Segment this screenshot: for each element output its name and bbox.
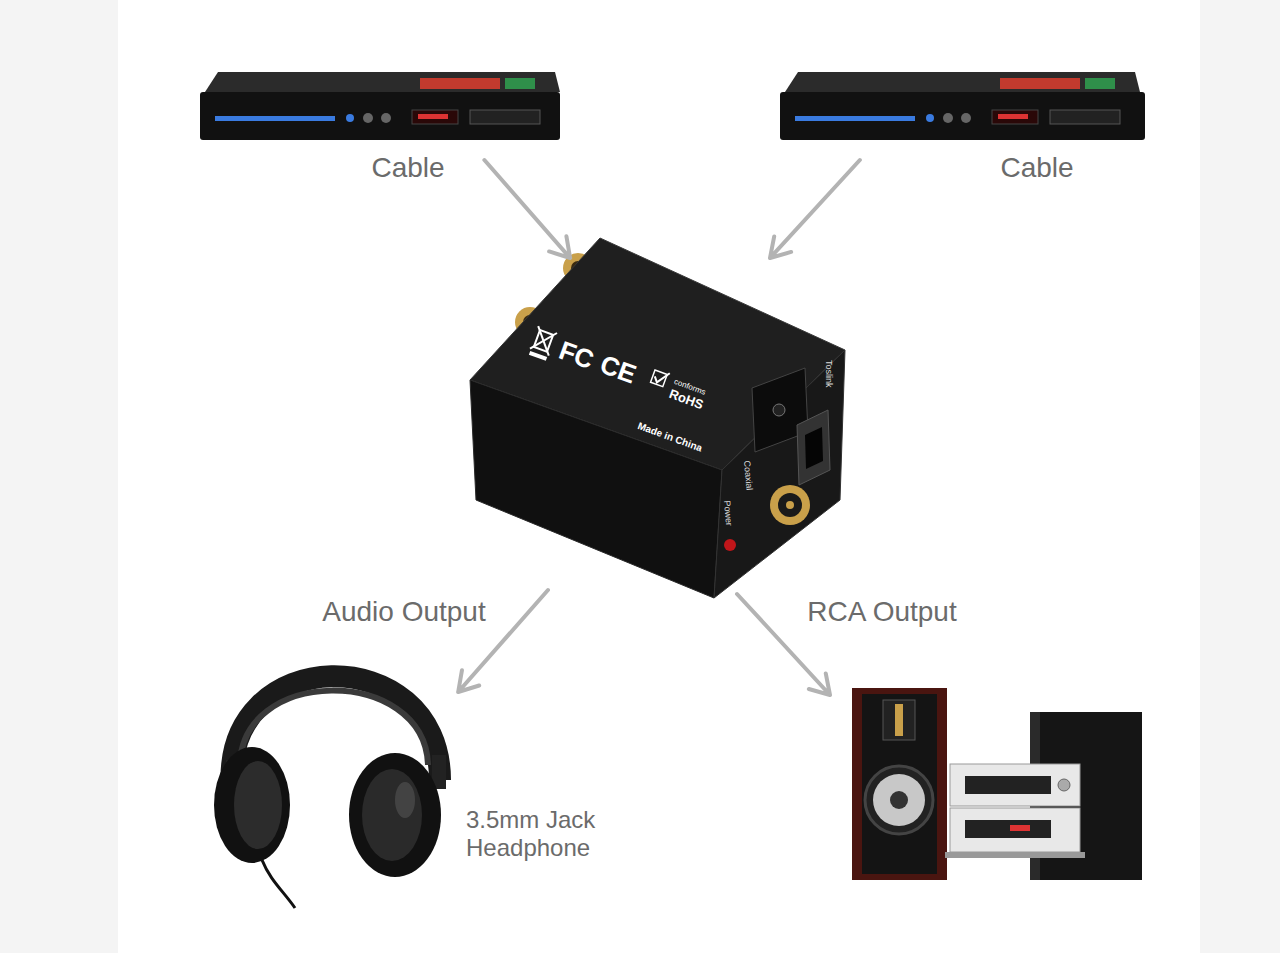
woofer [865,766,933,834]
disc-tray-light [215,116,335,121]
display-glow [418,114,448,119]
speaker-cabinet [852,688,947,880]
edge-label: Cable [367,152,448,184]
flow-arrow [484,160,570,258]
disc-tray-light [795,116,915,121]
headphones-drawing [214,676,446,908]
bin-cross [530,326,557,355]
ear-cup [214,747,290,863]
player-top [785,72,1140,92]
cup-shine [395,782,415,818]
weee-symbol [528,326,557,361]
player-sticker [420,78,500,89]
player-button [381,113,391,123]
speaker-system-drawing [852,688,1142,880]
edge-label: Audio Output [318,596,489,628]
tweeter [883,700,915,740]
headphone-cable [262,860,295,908]
check-box [651,370,668,387]
amplifier-knob [1058,779,1070,791]
ear-cushion [362,769,422,861]
player-top [205,72,560,92]
amplifier-display [965,776,1051,794]
display-glow [1010,825,1030,831]
amplifier [950,764,1080,806]
device-caption: 3.5mm Jack Headphone [466,806,656,861]
player-front [780,92,1145,140]
bin-bar [529,351,547,361]
rohs-check [651,368,670,387]
player-sticker [505,78,535,89]
port-label: Coaxial [742,460,755,491]
toslink-port [797,410,830,485]
logo-mark: CE [596,350,640,390]
tweeter-ribbon [895,704,903,736]
cover-screw [773,404,785,416]
cd-unit [950,808,1080,852]
port-label: Toslink [824,360,834,388]
player-button [363,113,373,123]
check-mark [653,369,670,386]
player-panel [1050,110,1120,124]
coax-pin [786,501,794,509]
display-glow [998,114,1028,119]
woofer-cap [890,791,908,809]
player-display [412,110,458,124]
player-display [992,110,1038,124]
ear-cup [349,753,441,877]
player-button [961,113,971,123]
edge-label: RCA Output [803,596,960,628]
bin-cross [530,326,557,355]
dvd-player-drawing [200,72,560,140]
converter-box: FCCEconformsRoHSMade in ChinaCoaxialTosl… [470,260,845,600]
box-left-face [470,380,722,598]
converter-drawing [470,238,845,598]
headphones: 3.5mm Jack Headphone [205,695,680,910]
power-led [724,539,736,551]
coax-jack-ring [778,493,802,517]
unit-base [945,852,1085,858]
page-ground [118,0,1200,953]
cd-display [965,820,1051,838]
edge-label: Cable [996,152,1077,184]
logo-mark: FC [555,336,598,376]
player-front [200,92,560,140]
woofer-cone [873,774,925,826]
player-sticker [1085,78,1115,89]
speaker-baffle [862,694,937,874]
player-button [943,113,953,123]
toslink-hole [805,427,823,469]
dvd-player [780,70,1148,142]
box-front-face [714,350,845,598]
coax-jack [770,485,810,525]
player-sticker [1000,78,1080,89]
ear-cushion [234,761,282,849]
dvd-player [200,70,560,142]
player-button [346,114,354,122]
origin-note: Made in China [636,420,704,454]
dvd-player-drawing [780,72,1145,140]
player-button [926,114,934,122]
player-panel [470,110,540,124]
speaker-system [830,697,1150,885]
flow-arrow [770,160,860,258]
port-label: Power [722,500,735,526]
